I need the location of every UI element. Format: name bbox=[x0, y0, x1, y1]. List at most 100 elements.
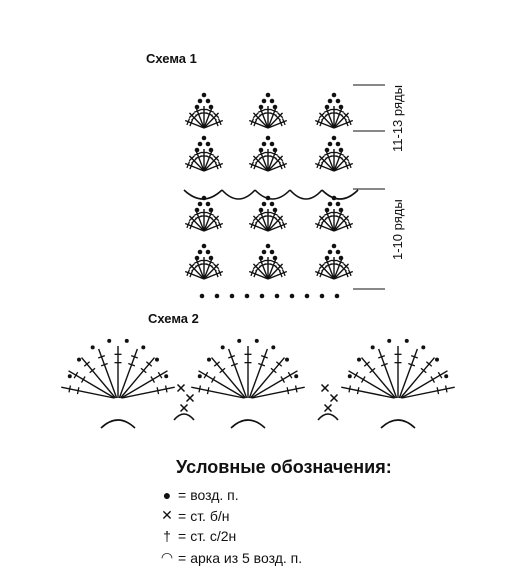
chain-dot bbox=[331, 243, 337, 249]
chain-dot bbox=[265, 243, 271, 249]
big-fan-motif bbox=[341, 338, 455, 429]
chain-dot bbox=[205, 201, 211, 207]
chain-dot bbox=[197, 249, 203, 255]
chain-dot bbox=[294, 374, 299, 379]
chain-dot bbox=[197, 201, 203, 207]
fan-motif bbox=[314, 92, 354, 129]
double-treble-stitch bbox=[252, 155, 269, 172]
chain-dot bbox=[201, 135, 207, 141]
double-treble-stitch bbox=[314, 118, 335, 129]
chain-dot bbox=[207, 357, 212, 362]
chain-dot bbox=[269, 249, 275, 255]
chain-dot bbox=[327, 249, 333, 255]
fan-motif bbox=[184, 135, 224, 172]
chain-dot bbox=[265, 92, 271, 98]
chain-dot bbox=[357, 357, 362, 362]
chain-arc bbox=[380, 419, 416, 429]
chain-dot bbox=[271, 345, 276, 350]
chain-dot bbox=[404, 338, 409, 343]
scheme-2-chart bbox=[61, 338, 455, 429]
double-treble-stitch bbox=[121, 385, 175, 399]
double-treble-stitch bbox=[314, 269, 335, 280]
chain-dot bbox=[197, 98, 203, 104]
chain-dot bbox=[67, 374, 72, 379]
double-treble-stitch bbox=[119, 357, 156, 399]
row-brackets bbox=[353, 84, 385, 290]
double-treble-stitch bbox=[188, 263, 205, 280]
chain-dot bbox=[434, 357, 439, 362]
double-treble-stitch bbox=[394, 346, 402, 398]
single-crochet-cross bbox=[329, 393, 339, 403]
chain-dot bbox=[261, 249, 267, 255]
cross-icon: ✕ bbox=[161, 507, 173, 523]
chain-dot bbox=[269, 201, 275, 207]
double-treble-stitch bbox=[68, 370, 115, 399]
double-treble-stitch bbox=[203, 112, 220, 129]
connector-stitches bbox=[173, 383, 339, 421]
single-crochet-cross bbox=[320, 383, 330, 393]
chain-dot bbox=[284, 357, 289, 362]
chain-dot bbox=[319, 293, 325, 299]
double-treble-stitch bbox=[333, 263, 350, 280]
chain-dot bbox=[324, 147, 330, 153]
double-treble-stitch bbox=[188, 155, 205, 172]
chain-dot bbox=[208, 255, 214, 261]
chain-dot bbox=[327, 141, 333, 147]
chain-dot bbox=[77, 357, 82, 362]
scheme-2-title: Схема 2 bbox=[148, 311, 199, 326]
chain-dot bbox=[289, 293, 295, 299]
chain-dot bbox=[229, 293, 235, 299]
double-treble-stitch bbox=[227, 348, 248, 399]
double-treble-stitch bbox=[267, 155, 284, 172]
double-treble-stitch bbox=[377, 348, 398, 399]
chain-dot bbox=[141, 345, 146, 350]
double-treble-stitch bbox=[267, 221, 288, 232]
fan-motif bbox=[248, 135, 288, 172]
arc-icon: ◠ bbox=[160, 549, 174, 565]
chain-dot bbox=[274, 293, 280, 299]
double-treble-stitch bbox=[252, 112, 269, 129]
chain-dot bbox=[338, 207, 344, 213]
double-treble-stitch bbox=[333, 161, 354, 172]
legend-text: ст. б/н bbox=[190, 507, 230, 524]
double-treble-stitch bbox=[203, 155, 220, 172]
double-treble-stitch bbox=[333, 221, 354, 232]
double-treble-stitch bbox=[203, 215, 220, 232]
double-treble-stitch bbox=[341, 385, 395, 399]
chain-dot bbox=[261, 98, 267, 104]
double-treble-stitch bbox=[267, 263, 284, 280]
double-treble-stitch bbox=[248, 348, 269, 399]
chain-arc bbox=[317, 413, 339, 421]
fan-motif bbox=[314, 195, 354, 232]
chain-dot bbox=[124, 338, 129, 343]
double-treble-stitch bbox=[398, 348, 419, 399]
chain-dot bbox=[205, 98, 211, 104]
double-treble-stitch bbox=[360, 357, 397, 399]
chain-arc bbox=[100, 419, 136, 429]
fan-motif bbox=[248, 92, 288, 129]
chain-dot bbox=[244, 293, 250, 299]
single-crochet-cross bbox=[323, 403, 333, 413]
double-treble-stitch bbox=[121, 370, 168, 399]
double-treble-stitch bbox=[248, 221, 269, 232]
chain-dot bbox=[194, 207, 200, 213]
chain-dot bbox=[272, 207, 278, 213]
chain-dot bbox=[199, 293, 205, 299]
chain-dot bbox=[258, 255, 264, 261]
fan-motif bbox=[184, 195, 224, 232]
double-treble-stitch bbox=[248, 161, 269, 172]
chain-dot bbox=[261, 141, 267, 147]
chain-dot bbox=[254, 338, 259, 343]
legend-text: возд. п. bbox=[190, 487, 239, 503]
double-treble-stitch bbox=[203, 221, 224, 232]
double-treble-stitch bbox=[267, 269, 288, 280]
scheme-1-title: Схема 1 bbox=[146, 51, 197, 66]
chain-dot bbox=[258, 207, 264, 213]
legend-item-dtr: †= ст. с/2н bbox=[158, 528, 236, 544]
legend-item-arc: ◠= арка из 5 возд. п. bbox=[158, 549, 302, 566]
chain-dot bbox=[269, 141, 275, 147]
chain-dot bbox=[347, 374, 352, 379]
chain-dot bbox=[205, 249, 211, 255]
double-treble-stitch bbox=[318, 263, 335, 280]
chain-dot bbox=[265, 135, 271, 141]
